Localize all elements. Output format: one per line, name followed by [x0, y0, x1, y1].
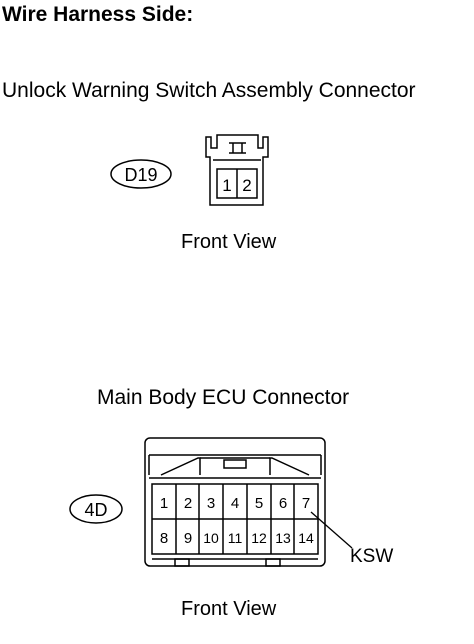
switch-connector-code: D19 — [124, 165, 157, 185]
ecu-pin-11: 11 — [228, 530, 243, 546]
ecu-pin-14: 14 — [298, 530, 314, 546]
switch-connector-code-label: D19 — [110, 159, 172, 189]
diagram-heading: Wire Harness Side: — [2, 3, 194, 26]
ecu-pin-5: 5 — [255, 495, 263, 512]
ecu-pin-2: 2 — [184, 495, 192, 512]
switch-pin-1: 1 — [222, 176, 231, 195]
ksw-label: KSW — [350, 546, 393, 567]
switch-connector-view-label: Front View — [181, 231, 277, 253]
switch-pin-2: 2 — [242, 176, 251, 195]
ecu-pin-8: 8 — [160, 530, 168, 547]
ecu-pin-12: 12 — [251, 530, 267, 546]
switch-connector-title: Unlock Warning Switch Assembly Connector — [2, 79, 416, 102]
ecu-pin-3: 3 — [207, 495, 215, 512]
ecu-pin-10: 10 — [203, 530, 219, 546]
ecu-pin-7: 7 — [302, 495, 310, 512]
ecu-connector-view-label: Front View — [181, 598, 277, 620]
ecu-connector: 1 2 3 4 5 6 7 8 9 10 11 12 13 14 — [144, 437, 326, 567]
ksw-callout: KSW — [310, 511, 393, 567]
ksw-leader-line — [310, 511, 353, 549]
ecu-connector-code-label: 4D — [69, 494, 123, 524]
ecu-connector-code: 4D — [84, 500, 107, 520]
ecu-pin-13: 13 — [275, 530, 291, 546]
ecu-pin-4: 4 — [231, 495, 239, 512]
ecu-pin-9: 9 — [184, 530, 192, 547]
ecu-connector-title: Main Body ECU Connector — [97, 386, 350, 409]
switch-connector: 1 2 — [205, 134, 269, 206]
ecu-pin-6: 6 — [279, 495, 287, 512]
ecu-pin-1: 1 — [160, 495, 168, 512]
